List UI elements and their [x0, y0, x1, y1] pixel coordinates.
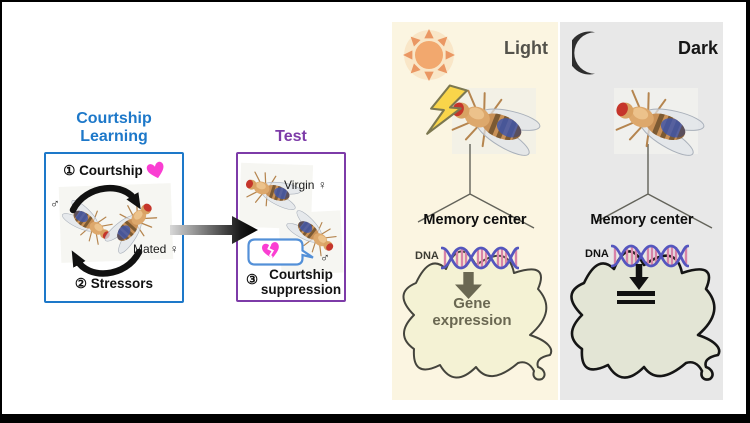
- light-memory-center-label: Memory center: [423, 212, 527, 228]
- light-dna-helix-icon: [441, 246, 519, 270]
- male-symbol-learning: ♂: [50, 196, 60, 211]
- dark-dna-helix-icon: [611, 244, 689, 268]
- step2-text: Stressors: [90, 276, 154, 291]
- dark-tripod-lines: [595, 144, 713, 229]
- step3-line1: Courtship: [269, 267, 333, 282]
- test-title: Test: [275, 128, 307, 145]
- male-symbol-test: ♂: [320, 250, 330, 265]
- step2-stressors-label: ② Stressors: [54, 276, 174, 292]
- gene-expression-line2: expression: [432, 311, 512, 329]
- gene-expression-line1: Gene: [453, 295, 491, 312]
- dark-condition-label: Dark: [677, 38, 718, 58]
- speech-bubble: [247, 238, 314, 266]
- light-tripod-lines: [417, 144, 535, 229]
- light-condition-label: Light: [504, 38, 548, 58]
- cycle-arrows-icon: [69, 185, 143, 277]
- step3-suppression-label: Courtship suppression: [258, 267, 344, 298]
- step1-courtship-label: ① Courtship: [53, 163, 153, 179]
- virgin-female-label: Virgin ♀: [284, 178, 327, 192]
- step1-text: Courtship: [79, 163, 143, 178]
- step1-number: ①: [63, 163, 76, 178]
- broken-heart-icon: [261, 241, 282, 261]
- blocked-bars-icon: [617, 291, 655, 308]
- transition-arrow-icon: [170, 216, 258, 244]
- light-dna-label: DNA: [415, 250, 439, 262]
- mated-female-label: Mated ♀: [133, 242, 179, 256]
- step2-number: ②: [74, 276, 88, 291]
- learning-title-line2: Learning: [80, 128, 148, 146]
- down-arrow-icon: [455, 272, 482, 299]
- lightning-icon: [426, 84, 469, 135]
- sun-icon: [403, 29, 455, 81]
- blocked-arrow-icon: [629, 264, 649, 290]
- step3-line2: suppression: [260, 281, 342, 297]
- moon-icon: [572, 31, 595, 75]
- dark-memory-center-label: Memory center: [590, 212, 694, 228]
- learning-title-line1: Courtship: [76, 110, 152, 127]
- gene-expression-label: Gene expression: [412, 295, 532, 329]
- dark-neuron-cell-icon: [570, 250, 721, 381]
- dark-dna-label: DNA: [585, 248, 609, 260]
- learning-title: Courtship Learning: [42, 110, 186, 147]
- step3-number: ③: [246, 272, 259, 287]
